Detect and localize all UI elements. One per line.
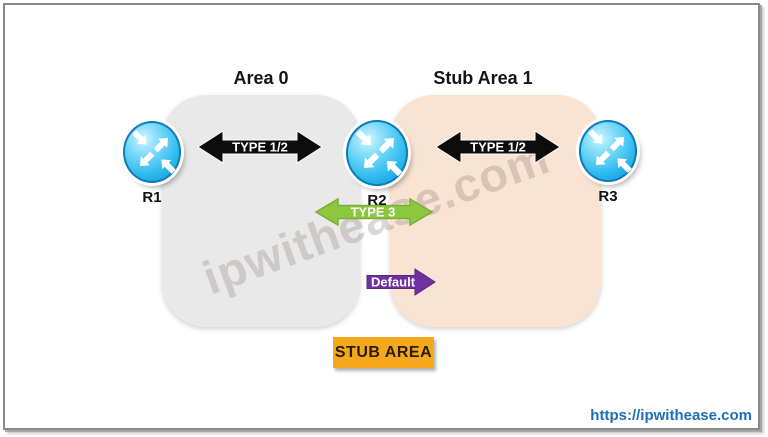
link-type12-r2-r3: TYPE 1/2 (435, 129, 561, 165)
double-arrow-icon: TYPE 1/2 (197, 130, 323, 164)
router-icon (123, 121, 181, 183)
link-default-route: Default (366, 267, 436, 297)
stub-area-badge: STUB AREA (333, 337, 434, 368)
link-type12-r1-r2: TYPE 1/2 (197, 129, 323, 165)
link-label: TYPE 3 (351, 205, 396, 220)
router-icon (346, 120, 408, 186)
picture-frame-border (3, 3, 760, 430)
right-arrow-icon: Default (366, 268, 436, 296)
footer-url: https://ipwithease.com (590, 407, 752, 424)
double-arrow-icon: TYPE 1/2 (435, 130, 561, 164)
double-arrow-icon: TYPE 3 (314, 197, 434, 227)
router-icon (579, 120, 637, 182)
router-r3: R3 (579, 120, 637, 205)
link-label: TYPE 1/2 (470, 140, 526, 155)
link-label: Default (371, 275, 416, 290)
router-r1: R1 (123, 121, 181, 206)
router-label: R2 (367, 192, 387, 209)
link-type3: TYPE 3 (314, 197, 434, 227)
link-label: TYPE 1/2 (232, 140, 288, 155)
area0-title: Area 0 (233, 68, 289, 88)
router-label: R1 (142, 189, 162, 206)
router-r2: R2 (346, 120, 408, 209)
stub-area1-title: Stub Area 1 (433, 68, 533, 88)
router-label: R3 (598, 188, 618, 205)
